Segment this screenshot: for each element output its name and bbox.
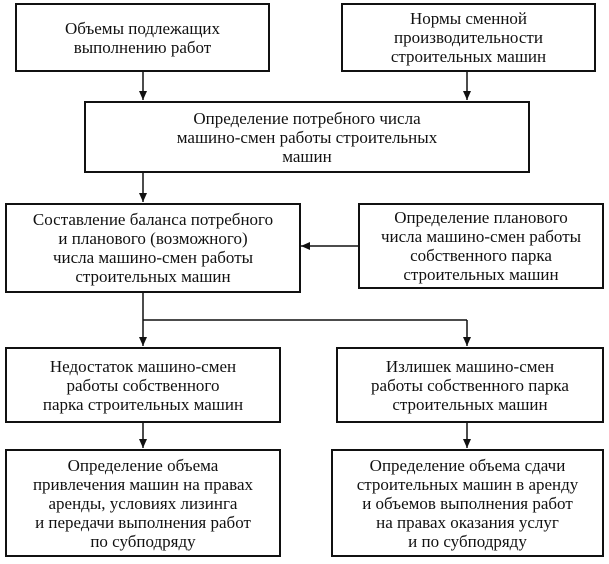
box-required-shifts: Определение потребного числа машино-смен…	[84, 101, 530, 173]
box-required-shifts-line: машин	[282, 146, 332, 166]
box-productivity-norms-line: производительности	[394, 28, 543, 47]
box-attract-volume: Определение объема привлечения машин на …	[5, 449, 281, 557]
box-productivity-norms-line: Нормы сменной	[409, 9, 528, 28]
box-surplus-line: строительных машин	[392, 394, 548, 414]
box-work-volumes-line: Объемы подлежащих	[64, 18, 221, 38]
box-work-volumes-line: выполнению работ	[73, 37, 212, 57]
box-shortage-line: Недостаток машино-смен	[49, 356, 237, 376]
box-balance-line: Составление баланса потребного	[32, 210, 274, 229]
box-shortage-line: работы собственного	[66, 375, 220, 395]
box-surplus: Излишек машино-смен работы собственного …	[336, 347, 604, 423]
box-rent-out-volume-line: на правах оказания услуг	[376, 512, 559, 532]
box-planned-shifts-line: Определение планового	[394, 208, 568, 227]
box-balance-line: строительных машин	[75, 267, 231, 286]
box-planned-shifts: Определение планового числа машино-смен …	[358, 203, 604, 289]
box-surplus-line: Излишек машино-смен	[385, 356, 555, 376]
box-attract-volume-line: по субподряду	[90, 531, 196, 551]
box-productivity-norms: Нормы сменной производительности строите…	[341, 3, 596, 72]
box-planned-shifts-line: числа машино-смен работы	[380, 227, 582, 246]
box-rent-out-volume-line: Определение объема сдачи	[369, 455, 566, 475]
box-planned-shifts-line: собственного парка	[410, 246, 552, 265]
box-rent-out-volume-line: и по субподряду	[408, 531, 527, 551]
box-required-shifts-line: машино-смен работы строительных	[176, 127, 438, 147]
box-attract-volume-line: аренды, условиях лизинга	[48, 493, 238, 513]
box-shortage-line: парка строительных машин	[42, 394, 244, 414]
box-rent-out-volume: Определение объема сдачи строительных ма…	[331, 449, 604, 557]
box-balance: Составление баланса потребного и планово…	[5, 203, 301, 293]
box-required-shifts-line: Определение потребного числа	[193, 108, 421, 128]
box-balance-line: числа машино-смен работы	[52, 248, 254, 267]
box-surplus-line: работы собственного парка	[371, 375, 569, 395]
box-rent-out-volume-line: и объемов выполнения работ	[362, 493, 573, 513]
box-work-volumes: Объемы подлежащих выполнению работ	[15, 3, 270, 72]
box-attract-volume-line: и передачи выполнения работ	[35, 512, 251, 532]
box-attract-volume-line: привлечения машин на правах	[32, 474, 254, 494]
box-attract-volume-line: Определение объема	[67, 455, 219, 475]
box-rent-out-volume-line: строительных машин в аренду	[356, 474, 579, 494]
box-planned-shifts-line: строительных машин	[403, 265, 559, 284]
box-productivity-norms-line: строительных машин	[390, 47, 547, 66]
box-balance-line: и планового (возможного)	[58, 229, 248, 248]
box-shortage: Недостаток машино-смен работы собственно…	[5, 347, 281, 423]
